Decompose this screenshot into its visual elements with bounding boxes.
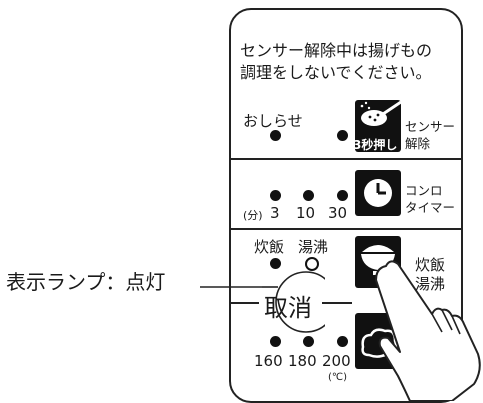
pointing-hand-icon bbox=[375, 260, 481, 401]
notice-lamp bbox=[270, 130, 281, 141]
fry-lamp-200 bbox=[337, 336, 348, 347]
lamp-status-callout: 表示ランプ：点灯 bbox=[6, 270, 166, 294]
timer-lamp-30 bbox=[337, 190, 348, 201]
fry-lamp-160 bbox=[270, 336, 281, 347]
timer-unit-label: (分) bbox=[243, 209, 263, 222]
rice-lamp-label: 炊飯 bbox=[254, 238, 285, 256]
stove-timer-button[interactable] bbox=[355, 170, 401, 216]
cancel-line-left bbox=[229, 302, 259, 304]
boil-lamp-label: 湯沸 bbox=[298, 238, 329, 256]
timer-label-line2: タイマー bbox=[405, 200, 456, 215]
warning-text-line2: 調理をしないでください。 bbox=[240, 63, 432, 82]
timer-lamp-3 bbox=[270, 190, 281, 201]
fry-temp-160: 160 bbox=[254, 352, 283, 370]
timer-value-30: 30 bbox=[328, 204, 348, 222]
fry-lamp-180 bbox=[303, 336, 314, 347]
sensor-label-line2: 解除 bbox=[405, 136, 431, 151]
cancel-button[interactable]: 取消 bbox=[264, 294, 312, 322]
hold-3sec-caption: 3秒押し bbox=[353, 138, 398, 152]
timer-value-3: 3 bbox=[270, 204, 280, 222]
fry-temp-unit: (℃) bbox=[328, 372, 348, 383]
sensor-release-button[interactable]: 3秒押し bbox=[353, 100, 402, 152]
rice-label-line1: 炊飯 bbox=[415, 256, 446, 274]
timer-lamp-10 bbox=[303, 190, 314, 201]
notice-lamp-label: おしらせ bbox=[243, 112, 303, 130]
fry-temp-200: 200 bbox=[322, 352, 351, 370]
cancel-line-right bbox=[322, 302, 352, 304]
frying-pan-icon bbox=[360, 100, 402, 126]
warning-text-line1: センサー解除中は揚げもの bbox=[240, 41, 433, 60]
divider bbox=[229, 228, 463, 230]
callout-leader-line bbox=[200, 271, 325, 333]
divider bbox=[229, 158, 463, 160]
boil-lamp bbox=[305, 257, 319, 271]
sensor-label-line1: センサー bbox=[405, 119, 456, 134]
timer-label-line1: コンロ bbox=[405, 183, 443, 198]
sensor-release-lamp bbox=[337, 130, 348, 141]
timer-value-10: 10 bbox=[296, 204, 316, 222]
fry-temp-180: 180 bbox=[288, 352, 317, 370]
rice-lamp bbox=[270, 258, 281, 269]
rice-label-line2: 湯沸 bbox=[415, 275, 446, 293]
clock-icon bbox=[364, 179, 392, 207]
